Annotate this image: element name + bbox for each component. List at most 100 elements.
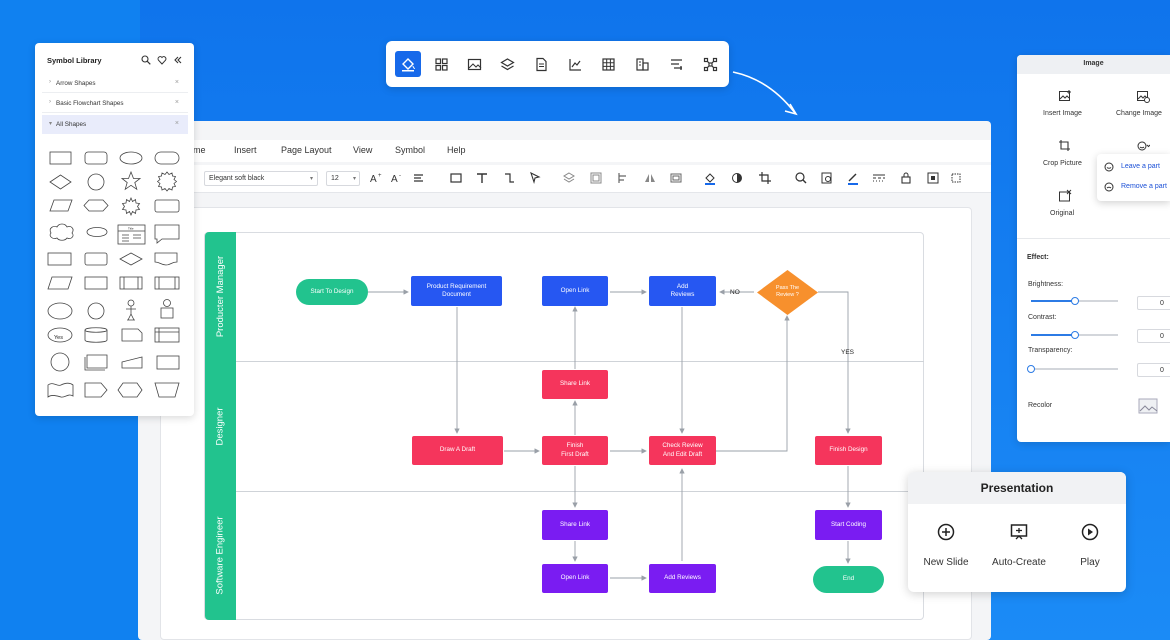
font-family-select[interactable]: Elegant soft black▾ (204, 171, 318, 186)
grid-button[interactable] (428, 51, 454, 77)
menu-view[interactable]: View (353, 145, 373, 155)
flip-icon[interactable] (643, 171, 657, 185)
category-all-shapes[interactable]: ▾All Shapes× (42, 115, 188, 134)
node-share-link-bottom[interactable]: Share Link (542, 510, 608, 540)
node-start-coding[interactable]: Start Coding (815, 510, 882, 540)
node-pass-review-diamond[interactable] (757, 270, 818, 315)
paint-bucket-button[interactable] (395, 51, 421, 77)
lock-icon[interactable] (899, 171, 913, 185)
node-check-review[interactable]: Check Review And Edit Draft (649, 436, 716, 465)
crop-picture-icon[interactable] (1058, 139, 1072, 153)
connector-icon[interactable] (502, 171, 516, 185)
lane-software-engineer[interactable]: Software Engineer (215, 516, 227, 595)
brightness-knob[interactable] (1070, 297, 1079, 305)
line-color-icon[interactable] (846, 171, 860, 185)
heart-icon[interactable] (157, 55, 167, 65)
insert-image-button[interactable]: Insert Image (1043, 110, 1082, 117)
node-open-link-bottom[interactable]: Open Link (542, 564, 608, 593)
close-icon[interactable]: × (174, 79, 179, 86)
menu-insert[interactable]: Insert (234, 145, 257, 155)
symbol-library-panel: Symbol Library ›Arrow Shapes× ›Basic Flo… (35, 43, 194, 416)
crop-picture-button[interactable]: Crop Picture (1043, 160, 1082, 167)
auto-create-label: Auto-Create (992, 557, 1046, 568)
align-button[interactable] (663, 51, 689, 77)
layers-icon[interactable] (562, 171, 576, 185)
align-left-icon[interactable] (616, 171, 630, 185)
symbol-library-title: Symbol Library (47, 56, 102, 65)
table-button[interactable] (595, 51, 621, 77)
transparency-value-field[interactable]: 0 (1137, 363, 1170, 377)
original-button[interactable]: Original (1050, 210, 1075, 217)
lane-designer[interactable]: Designer (215, 406, 226, 446)
change-image-button[interactable]: Change Image (1116, 110, 1162, 117)
pointer-icon[interactable] (528, 171, 542, 185)
menu-symbol[interactable]: Symbol (395, 145, 426, 155)
layers-button[interactable] (494, 51, 520, 77)
image-button[interactable] (461, 51, 487, 77)
close-icon[interactable]: × (174, 99, 179, 106)
text-icon[interactable] (475, 171, 489, 185)
contrast-fill (1031, 334, 1075, 336)
contrast-knob[interactable] (1070, 331, 1079, 339)
crop-icon[interactable] (758, 171, 772, 185)
transparency-knob[interactable] (1027, 365, 1035, 373)
node-end[interactable]: End (813, 566, 884, 593)
node-draw-draft[interactable]: Draw A Draft (412, 436, 503, 465)
node-add-reviews-bottom[interactable]: Add Reviews (649, 564, 716, 593)
more-icon[interactable] (950, 171, 964, 185)
increase-font-icon[interactable]: A+ (369, 171, 383, 185)
edge-label-yes: YES (841, 349, 855, 356)
line-style-icon[interactable] (872, 171, 886, 185)
network-button[interactable] (697, 51, 723, 77)
shape-style-icon[interactable] (730, 171, 744, 185)
menu-help[interactable]: Help (447, 145, 466, 155)
org-chart-button[interactable] (629, 51, 655, 77)
node-finish-first-draft[interactable]: Finish First Draft (542, 436, 608, 465)
insert-image-icon[interactable] (1058, 89, 1072, 103)
node-add-reviews-top[interactable]: Add Reviews (649, 276, 716, 306)
document-button[interactable] (528, 51, 554, 77)
presentation-board-icon (1010, 524, 1028, 540)
recolor-picture-icon[interactable] (1138, 398, 1160, 414)
brightness-value-field[interactable]: 0 (1137, 296, 1170, 310)
play-button[interactable]: Play (1054, 522, 1126, 572)
transparency-slider[interactable] (1027, 365, 1118, 373)
menu-page-layout[interactable]: Page Layout (281, 145, 332, 155)
menu-leave-a-part[interactable]: Leave a part (1121, 163, 1160, 170)
contrast-slider[interactable] (1031, 331, 1118, 339)
node-finish-design[interactable]: Finish Design (815, 436, 882, 465)
remove-background-icon[interactable] (1136, 139, 1150, 153)
node-open-link-top[interactable]: Open Link (542, 276, 608, 306)
menu-home[interactable]: ome (188, 145, 206, 155)
fill-color-icon[interactable] (703, 171, 717, 185)
font-size-select[interactable]: 12▾ (326, 171, 360, 186)
node-start-to-design[interactable]: Start To Design (296, 279, 368, 305)
find-replace-icon[interactable] (820, 171, 834, 185)
category-basic-flowchart[interactable]: ›Basic Flowchart Shapes× (42, 94, 188, 113)
chevron-right-icon: › (49, 79, 51, 85)
new-slide-button[interactable]: New Slide (910, 522, 982, 572)
rectangle-icon[interactable] (449, 171, 463, 185)
align-text-icon[interactable] (412, 171, 426, 185)
chart-button[interactable] (562, 51, 588, 77)
auto-create-button[interactable]: Auto-Create (983, 522, 1055, 572)
image-panel: Image Insert Image Change Image Crop Pic… (1017, 55, 1170, 442)
fit-icon[interactable] (926, 171, 940, 185)
menu-remove-a-part[interactable]: Remove a part (1121, 183, 1167, 190)
contrast-value-field[interactable]: 0 (1137, 329, 1170, 343)
frame-icon[interactable] (669, 171, 683, 185)
shape-grid[interactable]: Yes Title (35, 43, 194, 416)
original-image-icon[interactable] (1058, 189, 1072, 203)
search-icon[interactable] (794, 171, 808, 185)
collapse-icon[interactable] (173, 55, 183, 65)
change-image-icon[interactable] (1136, 89, 1150, 103)
category-arrow-shapes[interactable]: ›Arrow Shapes× (42, 74, 188, 93)
search-icon[interactable] (141, 55, 151, 65)
close-icon[interactable]: × (174, 120, 179, 127)
decrease-font-icon[interactable]: A- (390, 171, 404, 185)
lane-product-manager[interactable]: Producter Manager (215, 255, 227, 338)
node-product-requirement[interactable]: Product Requirement Document (411, 276, 502, 306)
node-share-link-mid[interactable]: Share Link (542, 370, 608, 399)
group-icon[interactable] (589, 171, 603, 185)
brightness-slider[interactable] (1031, 297, 1118, 305)
